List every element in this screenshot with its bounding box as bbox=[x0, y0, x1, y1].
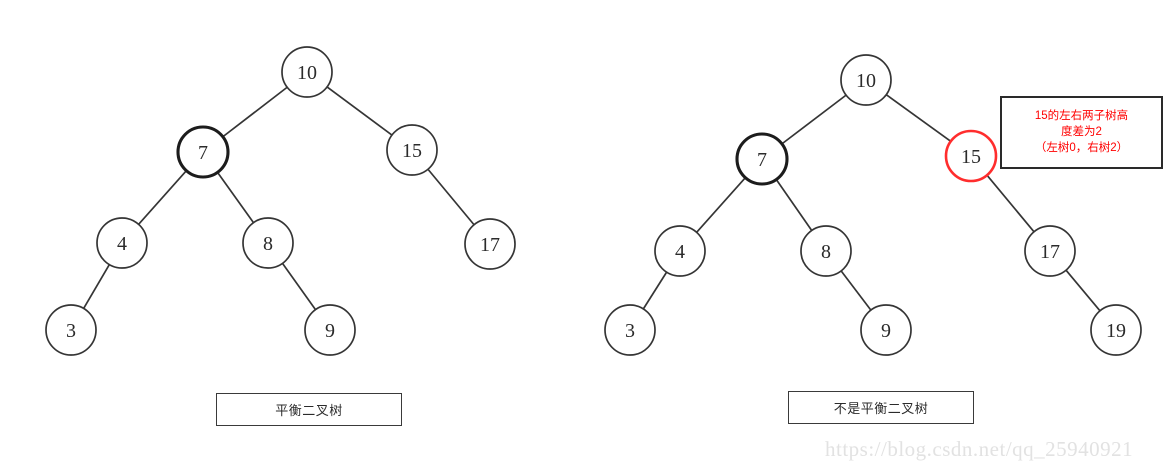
tree-node-10: 10 bbox=[281, 46, 333, 98]
node-label: 7 bbox=[198, 142, 208, 164]
node-circle bbox=[1024, 225, 1076, 277]
tree-edge bbox=[427, 168, 475, 226]
tree-edge bbox=[281, 262, 317, 311]
tree-edge bbox=[222, 86, 288, 138]
tree-edge bbox=[326, 86, 393, 136]
node-circle bbox=[281, 46, 333, 98]
node-label: 19 bbox=[1106, 320, 1126, 342]
tree-node-4: 4 bbox=[654, 225, 706, 277]
node-label: 15 bbox=[961, 146, 981, 168]
tree-edge bbox=[840, 270, 872, 311]
node-label: 10 bbox=[297, 62, 317, 84]
node-label: 4 bbox=[675, 241, 685, 263]
caption-unbalanced-label: 不是平衡二叉树 bbox=[833, 401, 929, 416]
tree-edge bbox=[216, 171, 255, 224]
node-label: 10 bbox=[856, 70, 876, 92]
tree-node-15: 15 bbox=[386, 124, 438, 176]
tree-nodes: 10 7 15 4 8 17 3 9 10 7 15 4 8 17 3 9 19 bbox=[45, 46, 1142, 356]
annotation-callout-node-15: 15的左右两子树高 度差为2 （左树0，右树2） bbox=[1000, 96, 1163, 169]
caption-unbalanced-tree: 不是平衡二叉树 bbox=[788, 391, 974, 424]
node-label: 3 bbox=[66, 320, 76, 342]
node-label: 15 bbox=[402, 140, 422, 162]
tree-node-8: 8 bbox=[242, 217, 294, 269]
node-circle bbox=[604, 304, 656, 356]
node-circle bbox=[96, 217, 148, 269]
tree-edge bbox=[82, 264, 111, 309]
node-circle bbox=[176, 125, 230, 179]
tree-node-4: 4 bbox=[96, 217, 148, 269]
node-circle bbox=[45, 304, 97, 356]
tree-node-8: 8 bbox=[800, 225, 852, 277]
node-circle bbox=[1090, 304, 1142, 356]
tree-edge bbox=[885, 93, 952, 143]
node-label: 9 bbox=[881, 320, 891, 342]
tree-node-3: 3 bbox=[604, 304, 656, 356]
node-label: 4 bbox=[117, 233, 127, 255]
tree-node-10: 10 bbox=[840, 54, 892, 106]
node-circle bbox=[735, 132, 789, 186]
tree-edge bbox=[781, 94, 847, 145]
tree-edge bbox=[775, 179, 813, 231]
node-label: 8 bbox=[821, 241, 831, 263]
node-label: 7 bbox=[757, 149, 767, 171]
tree-node-15: 15 bbox=[944, 129, 998, 183]
node-label: 3 bbox=[625, 320, 635, 342]
tree-edge bbox=[986, 174, 1035, 233]
annotation-line-3: （左树0，右树2） bbox=[1034, 141, 1129, 154]
node-circle bbox=[800, 225, 852, 277]
watermark-url: https://blog.csdn.net/qq_25940921 bbox=[825, 437, 1134, 461]
annotation-line-1: 15的左右两子树高 bbox=[1034, 110, 1129, 123]
tree-edge bbox=[137, 170, 188, 225]
node-circle bbox=[242, 217, 294, 269]
node-label: 9 bbox=[325, 320, 335, 342]
tree-node-9: 9 bbox=[304, 304, 356, 356]
tree-node-9: 9 bbox=[860, 304, 912, 356]
node-label: 8 bbox=[263, 233, 273, 255]
node-circle-highlighted bbox=[944, 129, 998, 183]
tree-node-17: 17 bbox=[464, 218, 516, 270]
tree-node-7: 7 bbox=[735, 132, 789, 186]
tree-node-3: 3 bbox=[45, 304, 97, 356]
tree-edge bbox=[642, 271, 668, 310]
node-circle bbox=[386, 124, 438, 176]
annotation-line-2: 度差为2 bbox=[1061, 126, 1102, 139]
node-circle bbox=[464, 218, 516, 270]
tree-node-17: 17 bbox=[1024, 225, 1076, 277]
node-label: 17 bbox=[1040, 241, 1060, 263]
node-circle bbox=[304, 304, 356, 356]
tree-edge bbox=[695, 177, 747, 233]
tree-node-19: 19 bbox=[1090, 304, 1142, 356]
tree-edges bbox=[82, 86, 1101, 312]
caption-balanced-label: 平衡二叉树 bbox=[275, 403, 343, 418]
node-circle bbox=[654, 225, 706, 277]
node-label: 17 bbox=[480, 234, 500, 256]
node-circle bbox=[840, 54, 892, 106]
tree-node-7: 7 bbox=[176, 125, 230, 179]
caption-balanced-tree: 平衡二叉树 bbox=[216, 393, 402, 426]
tree-edge bbox=[1065, 269, 1101, 312]
node-circle bbox=[860, 304, 912, 356]
